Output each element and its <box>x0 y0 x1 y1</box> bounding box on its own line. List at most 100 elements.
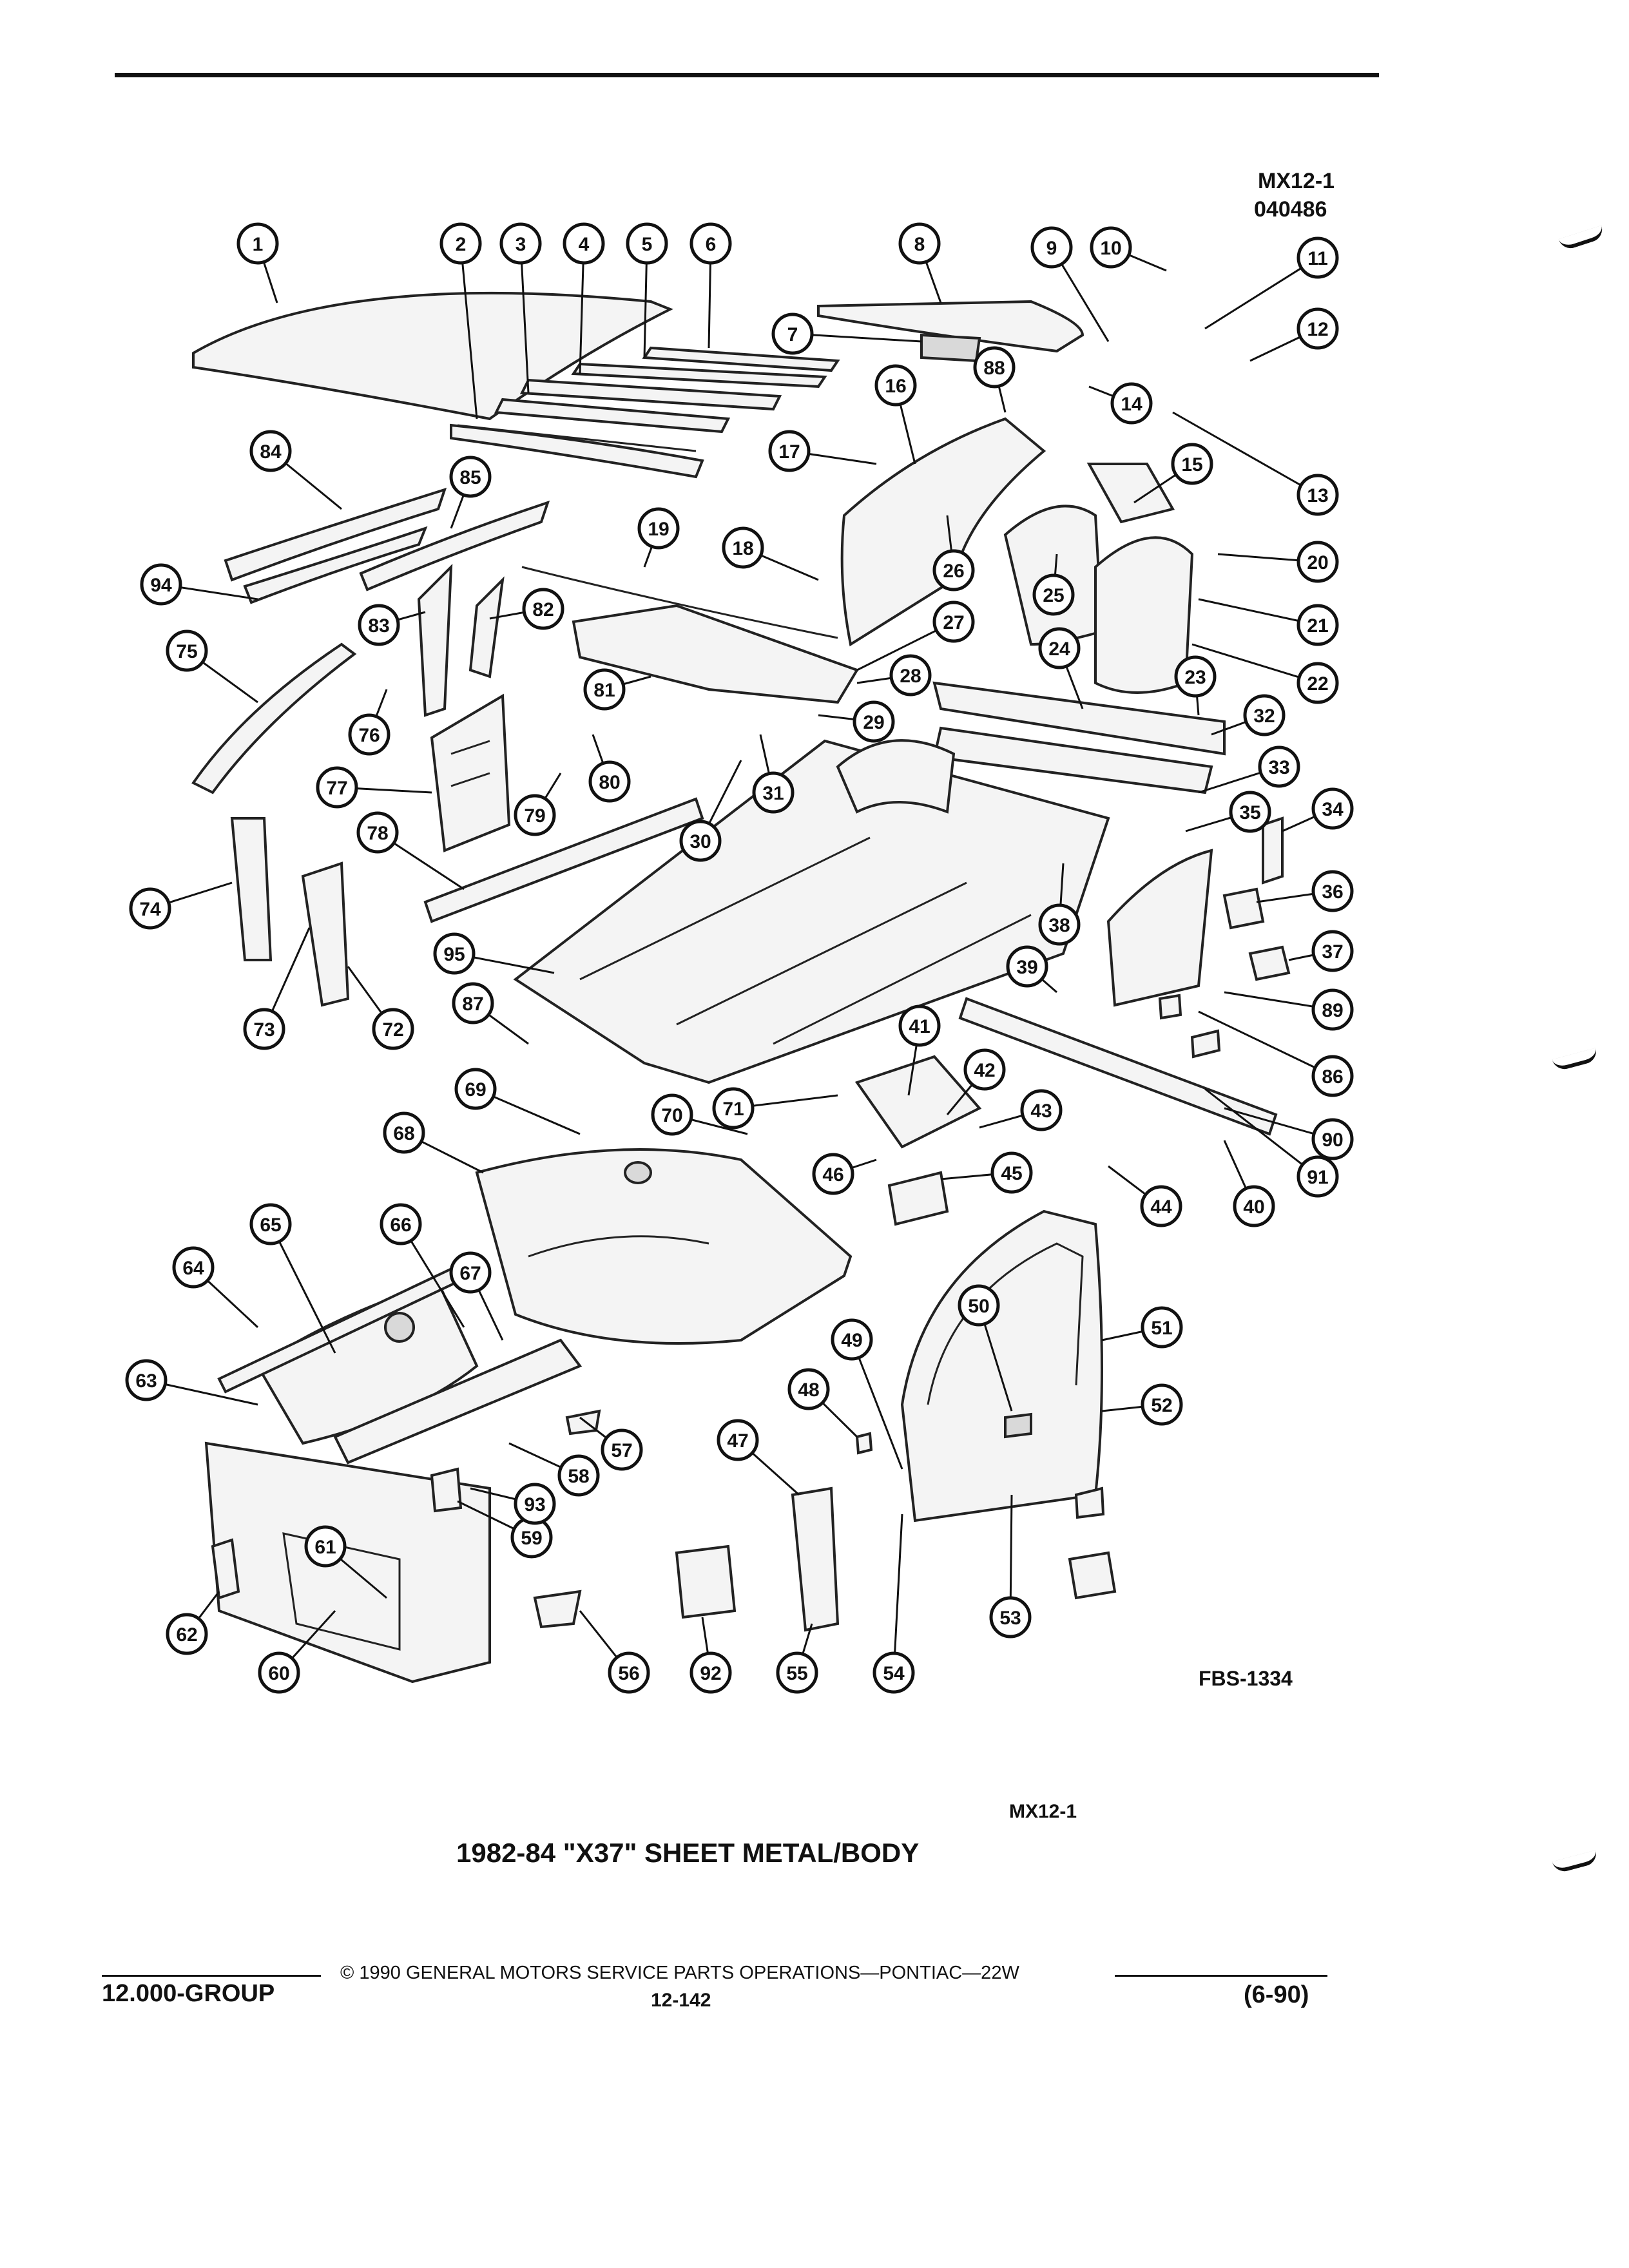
callout-19: 19 <box>637 507 680 568</box>
callout-circle-7 <box>771 312 814 355</box>
callout-number-27: 27 <box>943 612 964 633</box>
callout-24: 24 <box>1038 627 1084 709</box>
callout-25: 25 <box>1032 553 1075 616</box>
callout-circle-8 <box>898 222 941 265</box>
callout-circle-68 <box>383 1111 425 1154</box>
callout-38: 38 <box>1038 863 1081 946</box>
callout-number-80: 80 <box>599 772 620 793</box>
callout-39: 39 <box>1006 945 1057 994</box>
callout-circle-85 <box>449 456 492 498</box>
callout-number-3: 3 <box>516 234 526 255</box>
callout-number-31: 31 <box>762 783 784 804</box>
callout-circle-44 <box>1140 1185 1182 1227</box>
callout-number-70: 70 <box>661 1105 682 1126</box>
callout-65: 65 <box>249 1203 336 1354</box>
callout-circle-69 <box>454 1068 497 1110</box>
callout-number-67: 67 <box>459 1263 481 1284</box>
callout-73: 73 <box>243 927 311 1050</box>
leader-line-91 <box>1204 1088 1318 1178</box>
callout-number-46: 46 <box>822 1164 843 1186</box>
callout-89: 89 <box>1224 988 1354 1031</box>
callout-44: 44 <box>1108 1165 1182 1227</box>
callout-number-6: 6 <box>706 234 717 255</box>
callout-circle-95 <box>433 932 476 975</box>
callout-circle-60 <box>258 1651 300 1694</box>
callout-circle-11 <box>1296 236 1339 279</box>
callout-number-56: 56 <box>618 1663 639 1684</box>
callout-circle-88 <box>973 346 1016 389</box>
callout-circle-52 <box>1141 1383 1183 1426</box>
callout-57: 57 <box>579 1416 643 1471</box>
callout-number-2: 2 <box>456 234 467 255</box>
callout-number-61: 61 <box>314 1537 336 1558</box>
callout-circle-12 <box>1296 307 1339 350</box>
callout-circle-57 <box>601 1428 643 1471</box>
callout-circle-66 <box>380 1203 422 1245</box>
callout-45: 45 <box>940 1151 1033 1194</box>
callout-circle-93 <box>514 1483 556 1525</box>
callout-number-8: 8 <box>914 234 925 255</box>
callout-circle-10 <box>1090 226 1132 269</box>
callout-circle-83 <box>358 604 400 646</box>
callout-circle-15 <box>1171 443 1213 485</box>
callout-77: 77 <box>316 766 432 809</box>
footer-rule-right <box>1115 1975 1327 1977</box>
footer-copyright: © 1990 GENERAL MOTORS SERVICE PARTS OPER… <box>340 1963 1019 1983</box>
callout-number-21: 21 <box>1307 615 1328 637</box>
callout-40: 40 <box>1223 1140 1275 1227</box>
callout-circle-64 <box>172 1246 215 1289</box>
callout-circle-43 <box>1020 1089 1063 1131</box>
callout-17: 17 <box>768 430 877 472</box>
callout-circle-42 <box>963 1048 1006 1091</box>
callout-number-55: 55 <box>786 1663 807 1684</box>
callout-circle-2 <box>439 222 482 265</box>
callout-number-1: 1 <box>253 234 264 255</box>
callout-number-91: 91 <box>1307 1167 1328 1188</box>
callout-number-13: 13 <box>1307 485 1328 506</box>
callout-72: 72 <box>347 966 414 1050</box>
footer-page: 12-142 <box>651 1990 711 2011</box>
callout-37: 37 <box>1288 930 1354 972</box>
callout-number-87: 87 <box>462 994 483 1015</box>
callout-74: 74 <box>129 881 233 930</box>
callout-circle-34 <box>1311 787 1354 830</box>
callout-number-94: 94 <box>150 575 172 596</box>
callout-7: 7 <box>771 312 922 355</box>
callout-number-66: 66 <box>390 1215 411 1236</box>
callout-number-35: 35 <box>1239 802 1260 823</box>
callout-42: 42 <box>946 1048 1006 1115</box>
callout-number-88: 88 <box>983 358 1005 379</box>
callout-60: 60 <box>258 1610 336 1694</box>
callout-circle-45 <box>990 1151 1033 1194</box>
callout-number-4: 4 <box>579 234 590 255</box>
callout-circle-25 <box>1032 573 1075 616</box>
callout-86: 86 <box>1198 1010 1354 1097</box>
callout-number-84: 84 <box>260 441 282 463</box>
figure-id: FBS-1334 <box>1199 1667 1293 1690</box>
callout-number-23: 23 <box>1184 667 1206 688</box>
callout-16: 16 <box>874 364 917 465</box>
callout-92: 92 <box>689 1617 732 1694</box>
callout-circle-91 <box>1296 1155 1339 1198</box>
callout-circle-72 <box>372 1008 414 1050</box>
callout-51: 51 <box>1101 1306 1183 1349</box>
callout-34: 34 <box>1282 787 1354 832</box>
callout-circle-47 <box>717 1419 759 1461</box>
callout-number-50: 50 <box>968 1296 989 1317</box>
front-door <box>900 1209 1103 1523</box>
callout-3: 3 <box>499 222 542 394</box>
callout-94: 94 <box>140 563 258 606</box>
callout-55: 55 <box>776 1623 818 1694</box>
callout-number-19: 19 <box>648 519 669 540</box>
callout-circle-14 <box>1110 382 1153 425</box>
callout-number-73: 73 <box>253 1019 275 1041</box>
callout-number-16: 16 <box>885 376 906 397</box>
callout-number-26: 26 <box>943 561 964 582</box>
roof-bow-2 <box>450 423 704 479</box>
floor-pan <box>513 739 1110 1084</box>
callout-number-52: 52 <box>1151 1395 1172 1416</box>
callout-number-45: 45 <box>1001 1163 1022 1184</box>
callout-circle-41 <box>898 1004 941 1047</box>
